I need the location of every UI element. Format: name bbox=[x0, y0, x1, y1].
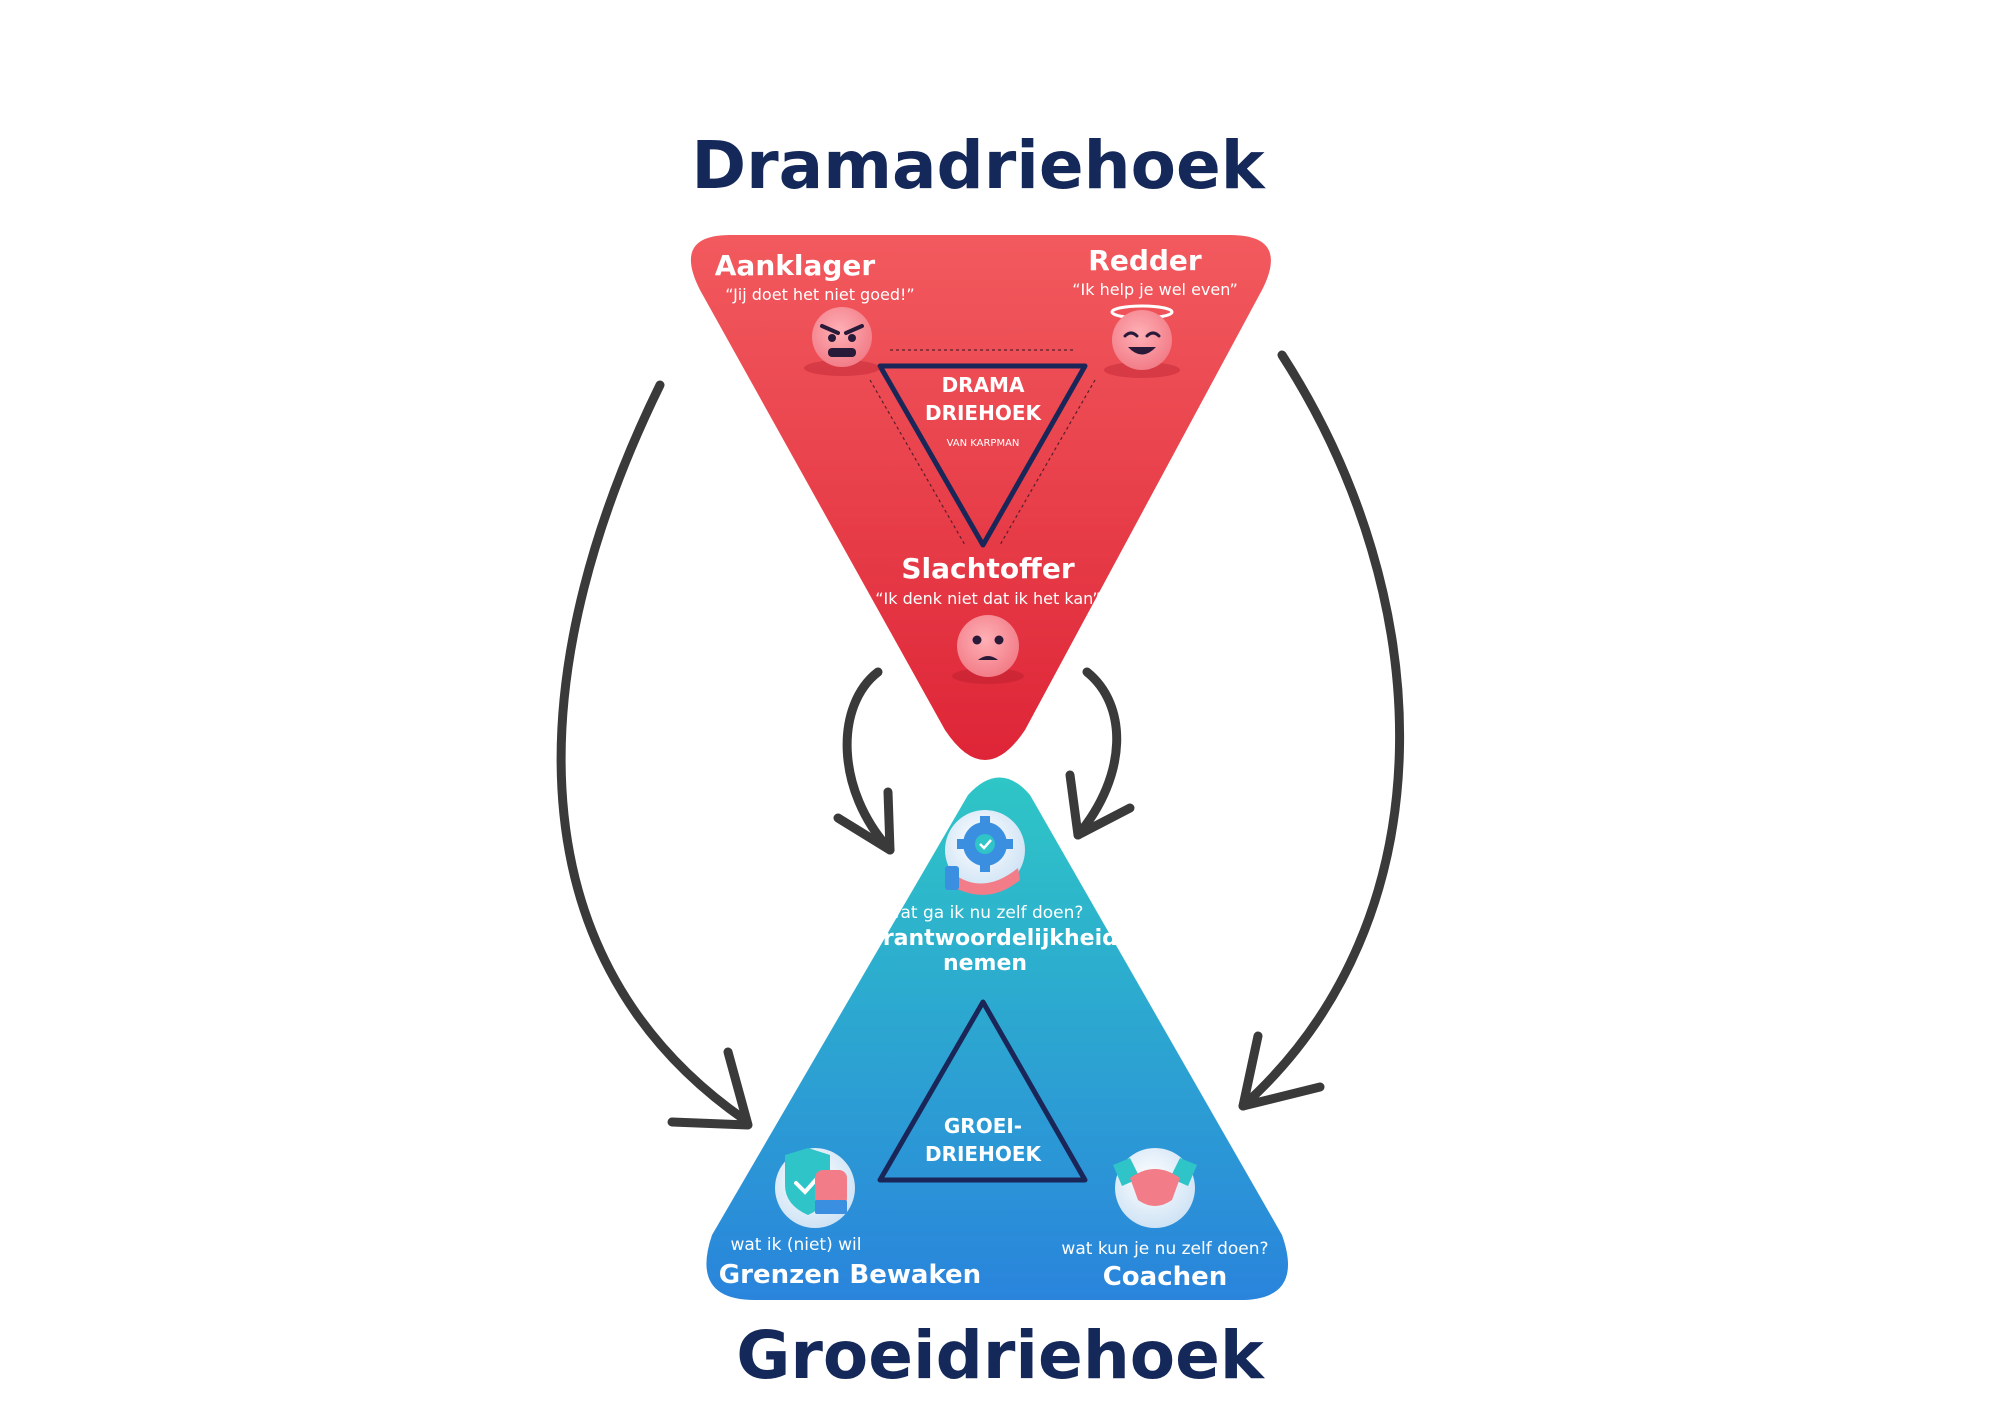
angel-face-icon bbox=[1104, 304, 1180, 378]
handshake-icon bbox=[1113, 1148, 1197, 1228]
role-verantwoordelijkheid-1: Verantwoordelijkheid bbox=[852, 926, 1118, 951]
growth-inner-label-2: DRIEHOEK bbox=[925, 1142, 1043, 1166]
growth-inner-triangle bbox=[877, 999, 1088, 1183]
quote-aanklager: “Jij doet het niet goed!” bbox=[725, 285, 914, 304]
quote-redder: “Ik help je wel even” bbox=[1072, 280, 1238, 299]
role-redder: Redder bbox=[1088, 244, 1202, 277]
sad-face-icon bbox=[952, 615, 1024, 684]
drama-dotted-arrows bbox=[869, 349, 1096, 546]
question-grenzen: wat ik (niet) wil bbox=[730, 1235, 861, 1255]
drama-title: Dramadriehoek bbox=[691, 127, 1266, 204]
growth-inner-label-1: GROEI- bbox=[944, 1114, 1022, 1138]
angry-face-icon bbox=[804, 307, 880, 376]
role-verantwoordelijkheid-2: nemen bbox=[943, 951, 1027, 976]
role-aanklager: Aanklager bbox=[715, 249, 876, 282]
drama-inner-label-2: DRIEHOEK bbox=[925, 401, 1043, 425]
growth-title: Groeidriehoek bbox=[736, 1317, 1266, 1394]
gear-hand-icon bbox=[945, 810, 1025, 895]
left-inner-arrow bbox=[833, 667, 895, 855]
right-outer-arrow bbox=[1238, 350, 1404, 1111]
drama-inner-sublabel: VAN KARPMAN bbox=[947, 438, 1020, 449]
left-outer-arrow bbox=[556, 380, 753, 1130]
quote-slachtoffer: “Ik denk niet dat ik het kan” bbox=[875, 589, 1100, 608]
role-coachen: Coachen bbox=[1103, 1262, 1228, 1292]
question-coachen: wat kun je nu zelf doen? bbox=[1061, 1239, 1268, 1259]
question-verantwoordelijkheid: wat ga ik nu zelf doen? bbox=[887, 903, 1084, 923]
shield-fist-icon bbox=[775, 1148, 855, 1228]
right-inner-arrow bbox=[1065, 667, 1135, 840]
drama-inner-triangle bbox=[877, 363, 1088, 548]
role-slachtoffer: Slachtoffer bbox=[901, 552, 1074, 585]
role-grenzen: Grenzen Bewaken bbox=[719, 1260, 981, 1290]
drama-inner-label-1: DRAMA bbox=[942, 373, 1025, 397]
